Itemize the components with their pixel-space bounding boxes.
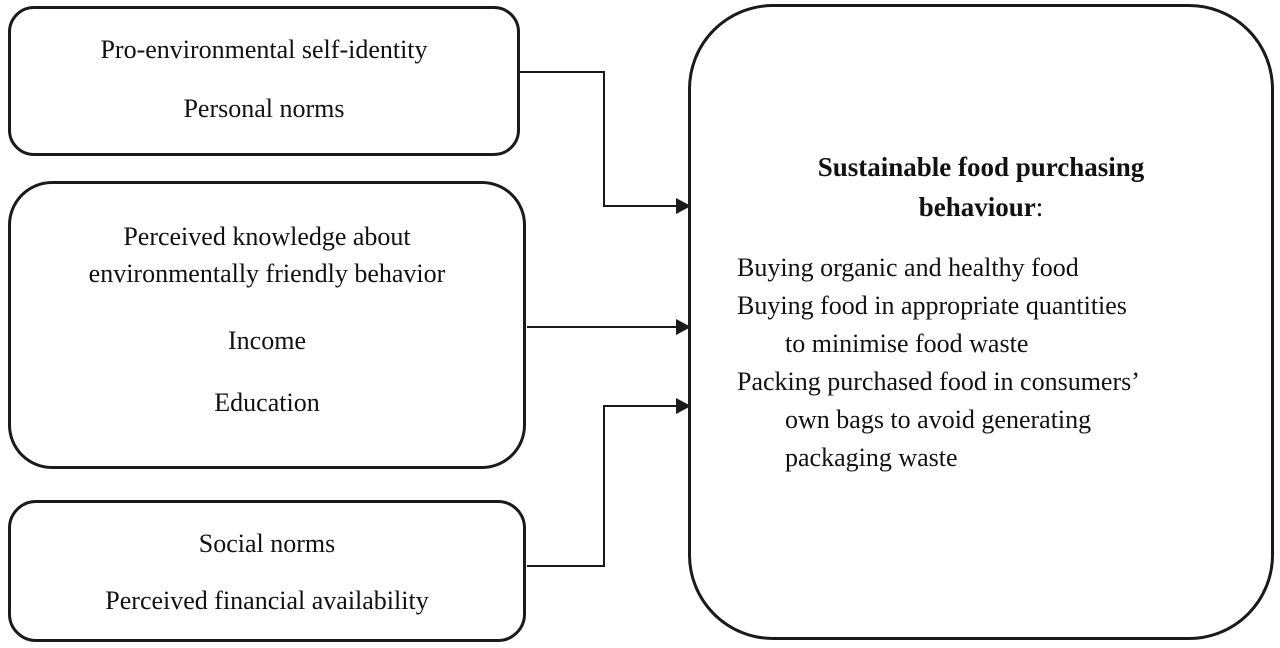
outcome-box-sustainable-purchasing: Sustainable food purchasing behaviour: B…: [688, 4, 1274, 640]
factor-text-perceived-knowledge-line1: Perceived knowledge about: [123, 222, 411, 251]
outcome-item-appropriate-quantities: Buying food in appropriate quantities: [737, 291, 1127, 320]
outcome-item-packing-purchased-food: Packing purchased food in consumers’: [737, 367, 1140, 396]
factor-box-social-financial: Social norms Perceived financial availab…: [8, 500, 526, 642]
outcome-item-list: Buying organic and healthy food Buying f…: [737, 249, 1251, 477]
factor-text-social-norms: Social norms: [198, 529, 336, 558]
outcome-item-minimise-food-waste: to minimise food waste: [785, 329, 1029, 358]
outcome-title: Sustainable food purchasing behaviour:: [691, 147, 1271, 227]
factor-text-perceived-financial-availability: Perceived financial availability: [105, 586, 429, 615]
arrow-top-elbow: [520, 71, 691, 214]
arrowhead-middle: [676, 319, 691, 335]
factor-box-personal-identity: Pro-environmental self-identity Personal…: [8, 6, 520, 156]
factor-text-perceived-knowledge-line2: environmentally friendly behavior: [88, 259, 446, 288]
arrow-middle-straight: [527, 319, 691, 335]
arrow-bottom-elbow: [527, 398, 691, 567]
outcome-title-line1: Sustainable food purchasing: [817, 152, 1145, 182]
arrowhead-top: [676, 198, 691, 214]
factor-text-personal-norms: Personal norms: [183, 94, 345, 123]
arrowhead-bottom: [676, 398, 691, 414]
outcome-item-buying-organic: Buying organic and healthy food: [737, 253, 1079, 282]
factor-text-pro-environmental-self-identity: Pro-environmental self-identity: [100, 35, 428, 64]
outcome-item-packaging-waste: packaging waste: [785, 443, 958, 472]
factor-text-education: Education: [214, 388, 320, 417]
outcome-item-own-bags: own bags to avoid generating: [785, 405, 1092, 434]
outcome-title-line2: behaviour: [918, 192, 1036, 222]
factor-text-income: Income: [228, 326, 306, 355]
outcome-title-colon: :: [1035, 192, 1044, 222]
factor-box-knowledge-income-education: Perceived knowledge about environmentall…: [8, 181, 526, 469]
